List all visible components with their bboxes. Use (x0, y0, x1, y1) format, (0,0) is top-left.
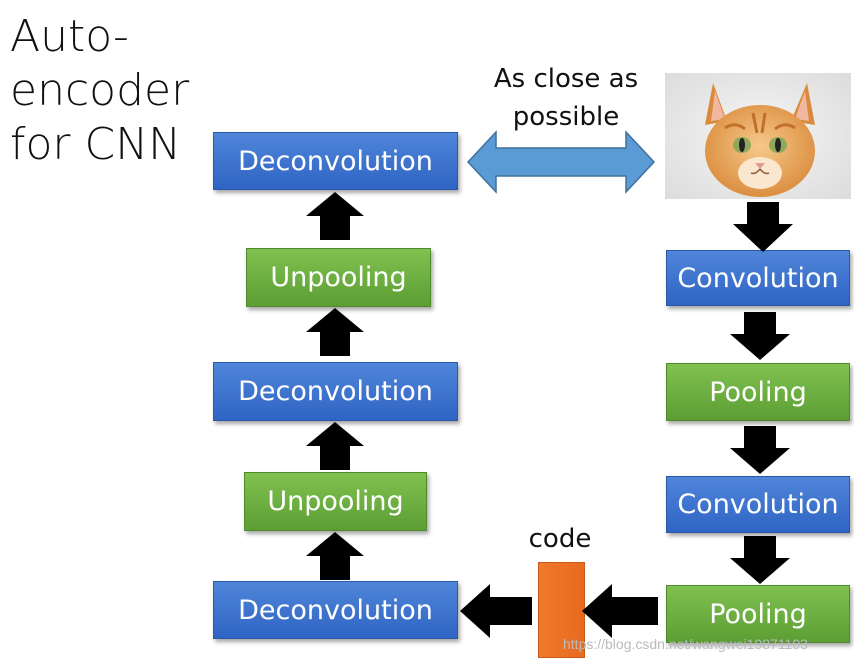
encoder-convolution-1-label: Convolution (677, 262, 839, 294)
kitten-image (665, 73, 851, 199)
up-arrow-icon (306, 308, 364, 356)
left-arrow-icon (582, 584, 658, 638)
encoder-convolution-1: Convolution (666, 250, 850, 306)
decoder-unpooling-1-label: Unpooling (270, 262, 407, 293)
decoder-unpooling-2-label: Unpooling (267, 486, 404, 517)
encoder-convolution-2: Convolution (666, 476, 850, 533)
up-arrow-icon (306, 192, 364, 240)
title-line-3: for CNN (10, 119, 182, 170)
down-arrow-icon (730, 312, 790, 360)
encoder-pooling-2-label: Pooling (709, 598, 807, 630)
bidirectional-compare-arrow (466, 130, 656, 194)
encoder-pooling-1-label: Pooling (709, 376, 807, 408)
comparison-caption: As close as possible (486, 60, 646, 136)
encoder-pooling-2: Pooling (666, 585, 850, 643)
decoder-unpooling-1: Unpooling (246, 248, 431, 307)
decoder-deconvolution-mid: Deconvolution (213, 362, 458, 421)
up-arrow-icon (306, 532, 364, 580)
encoder-convolution-2-label: Convolution (677, 489, 839, 520)
title-line-2: encoder (10, 65, 190, 116)
decoder-deconvolution-bottom: Deconvolution (213, 581, 458, 639)
decoder-deconvolution-top-label: Deconvolution (238, 145, 433, 177)
decoder-deconvolution-bottom-label: Deconvolution (238, 594, 433, 626)
diagram-title: Auto- encoder for CNN (10, 10, 189, 172)
caption-line-2: possible (512, 102, 620, 132)
code-label: code (528, 524, 592, 554)
watermark: https://blog.csdn.net/wangwei19871103 (563, 636, 808, 652)
left-arrow-icon (460, 584, 532, 638)
down-arrow-icon (730, 536, 790, 584)
code-bottleneck (538, 562, 585, 658)
decoder-deconvolution-mid-label: Deconvolution (238, 376, 433, 407)
decoder-unpooling-2: Unpooling (244, 472, 427, 531)
up-arrow-icon (306, 422, 364, 470)
down-arrow-icon (730, 426, 790, 474)
down-arrow-icon (733, 202, 793, 252)
decoder-deconvolution-top: Deconvolution (213, 132, 458, 190)
caption-line-1: As close as (493, 64, 639, 94)
title-line-1: Auto- (10, 11, 129, 62)
encoder-pooling-1: Pooling (666, 363, 850, 421)
